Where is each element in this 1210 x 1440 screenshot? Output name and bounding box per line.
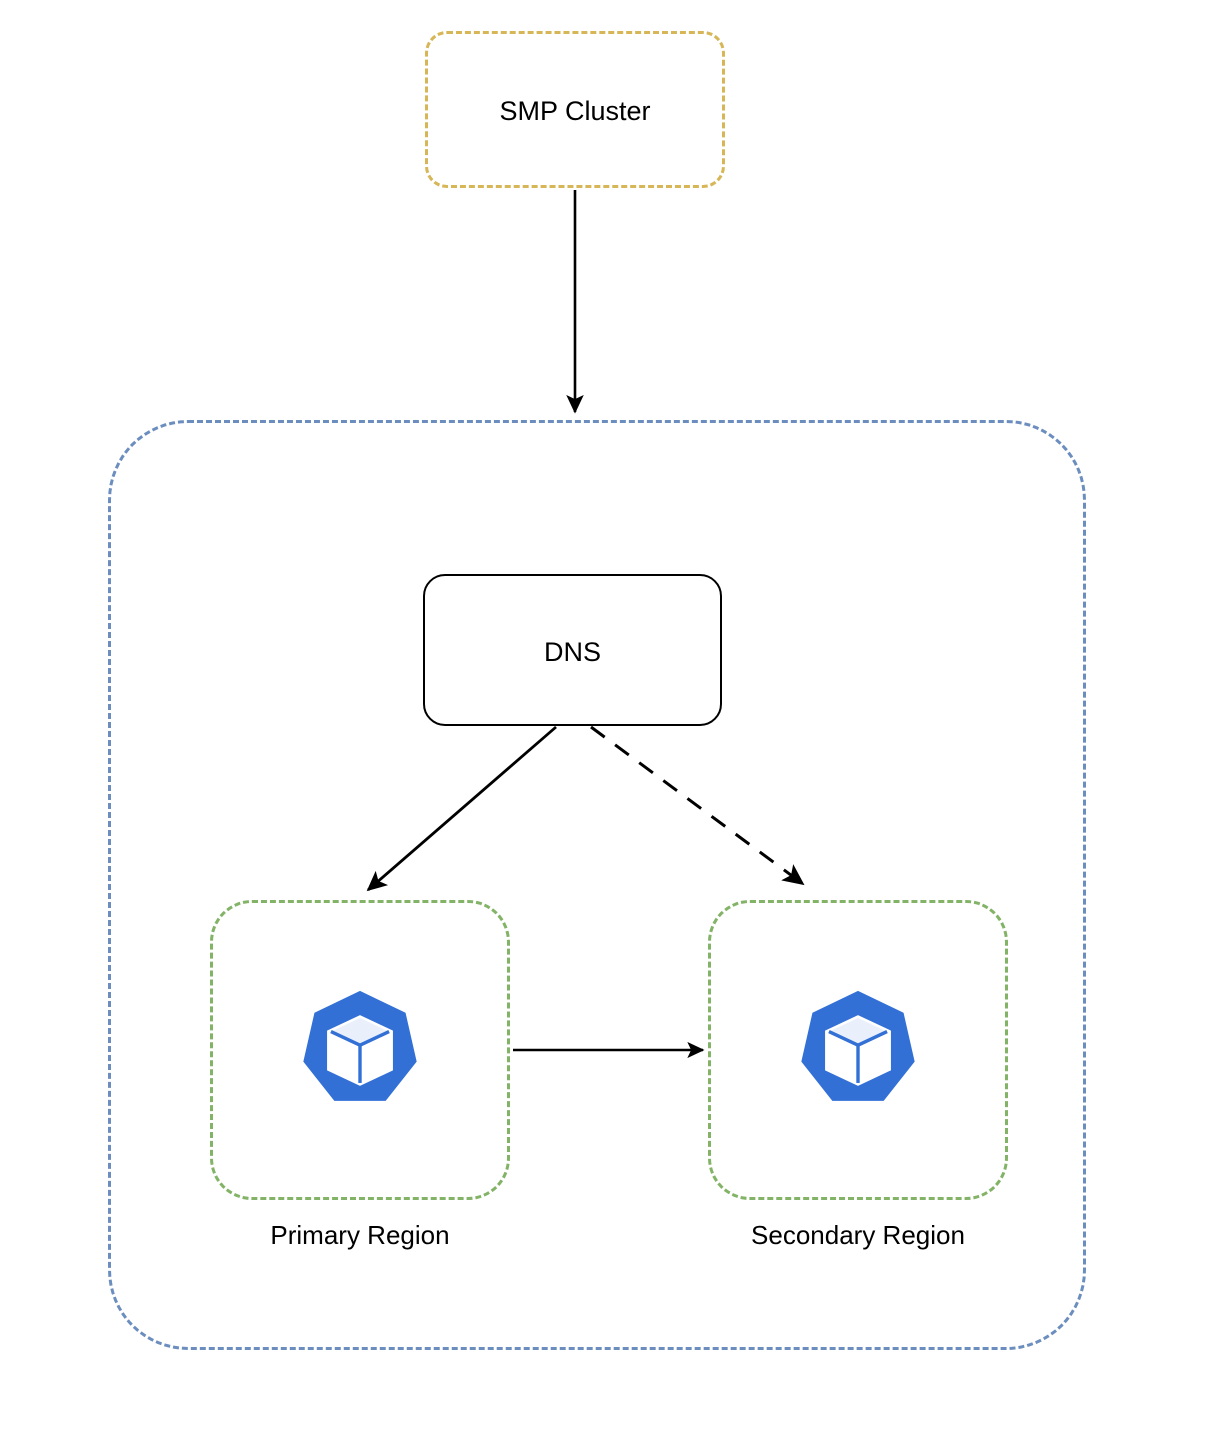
outer-region-container[interactable] (108, 420, 1086, 1350)
secondary-region-caption: Secondary Region (751, 1220, 965, 1250)
smp-cluster-label: SMP Cluster (499, 96, 651, 126)
smp-cluster-box[interactable] (425, 31, 725, 188)
kubernetes-icon (801, 990, 915, 1101)
dns-box[interactable] (423, 574, 722, 726)
secondary-region-box[interactable] (708, 900, 1008, 1200)
kubernetes-icon (303, 990, 417, 1101)
primary-region-box[interactable] (210, 900, 510, 1200)
dns-label: DNS (543, 637, 601, 667)
primary-region-caption: Primary Region (270, 1220, 450, 1250)
